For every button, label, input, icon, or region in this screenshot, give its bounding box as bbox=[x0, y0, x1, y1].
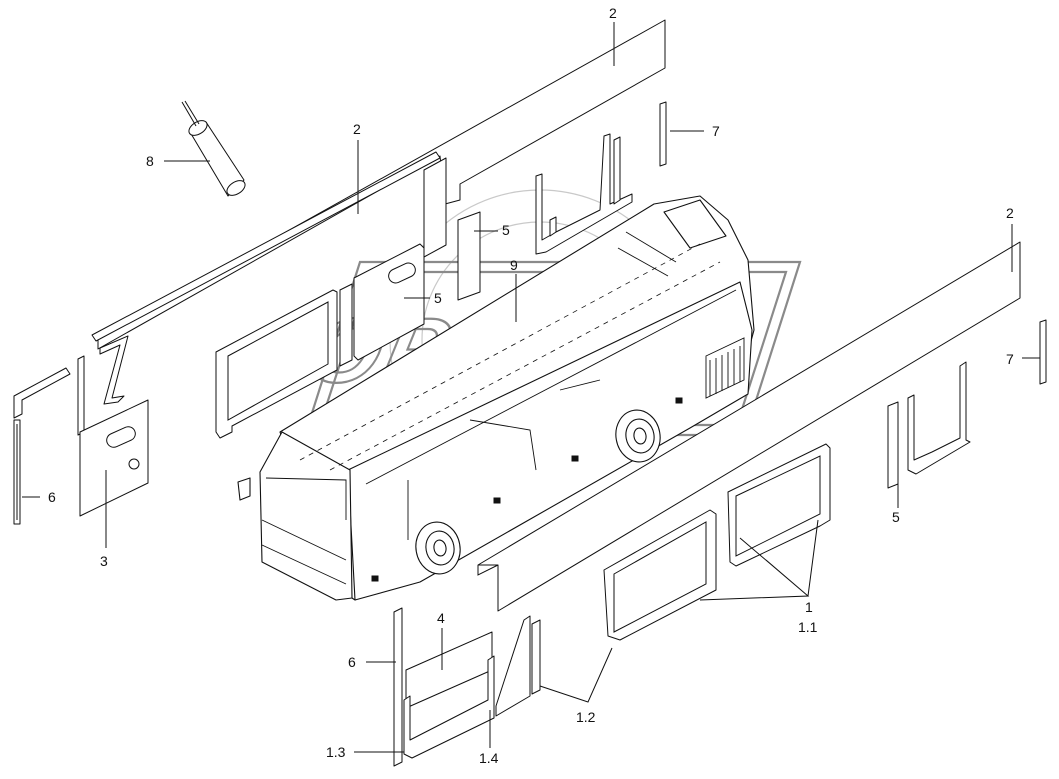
callout-2-right: 2 bbox=[1006, 205, 1014, 221]
callout-1-2: 1.2 bbox=[576, 709, 596, 725]
callout-7-top: 7 bbox=[712, 123, 720, 139]
trim-7-top bbox=[659, 101, 667, 167]
frame-upper-right bbox=[535, 133, 633, 255]
callout-2-top: 2 bbox=[609, 5, 617, 21]
callout-4: 4 bbox=[437, 610, 445, 626]
front-wheel bbox=[415, 521, 461, 575]
trim-strip-left-vertical bbox=[77, 355, 85, 436]
corner-trim-left bbox=[13, 367, 71, 419]
callout-1-4: 1.4 bbox=[479, 750, 499, 766]
frame-right bbox=[887, 361, 971, 489]
window-frame-right bbox=[727, 443, 831, 567]
rear-grille bbox=[705, 337, 745, 399]
callout-1: 1 bbox=[805, 599, 813, 615]
callout-8: 8 bbox=[146, 153, 154, 169]
callout-6-left: 6 bbox=[48, 489, 56, 505]
trim-7-right bbox=[1039, 319, 1047, 385]
callout-3: 3 bbox=[100, 553, 108, 569]
leader-lines bbox=[22, 22, 1040, 753]
sealant-cartridge bbox=[181, 100, 246, 197]
frame-bottom-left bbox=[393, 607, 495, 767]
callout-6-bottom: 6 bbox=[348, 654, 356, 670]
panel-4 bbox=[405, 631, 493, 709]
callout-7-right: 7 bbox=[1006, 351, 1014, 367]
callout-1-3: 1.3 bbox=[326, 744, 346, 760]
side-strip-upper-left bbox=[91, 151, 447, 342]
window-frame-lower bbox=[603, 509, 717, 641]
rear-wheel bbox=[615, 409, 661, 463]
callout-labels: 2 2 2 8 7 7 5 5 5 9 6 6 3 4 1 1.1 1.2 1.… bbox=[48, 5, 1014, 766]
seal-strip-6-left bbox=[13, 419, 21, 525]
panel-3 bbox=[79, 399, 149, 517]
callout-9: 9 bbox=[510, 257, 518, 273]
callout-2-left: 2 bbox=[353, 121, 361, 137]
callout-5-c: 5 bbox=[892, 509, 900, 525]
window-frame-left bbox=[215, 289, 338, 439]
side-strip-lower bbox=[477, 241, 1021, 612]
frame-bottom-center bbox=[495, 615, 541, 717]
callout-5-a: 5 bbox=[502, 222, 510, 238]
window-frame-middle bbox=[339, 243, 425, 367]
z-bracket-left bbox=[99, 335, 129, 405]
callout-1-1: 1.1 bbox=[798, 619, 818, 635]
callout-5-b: 5 bbox=[434, 290, 442, 306]
panel-5-upper bbox=[457, 211, 481, 301]
bus bbox=[237, 195, 755, 601]
